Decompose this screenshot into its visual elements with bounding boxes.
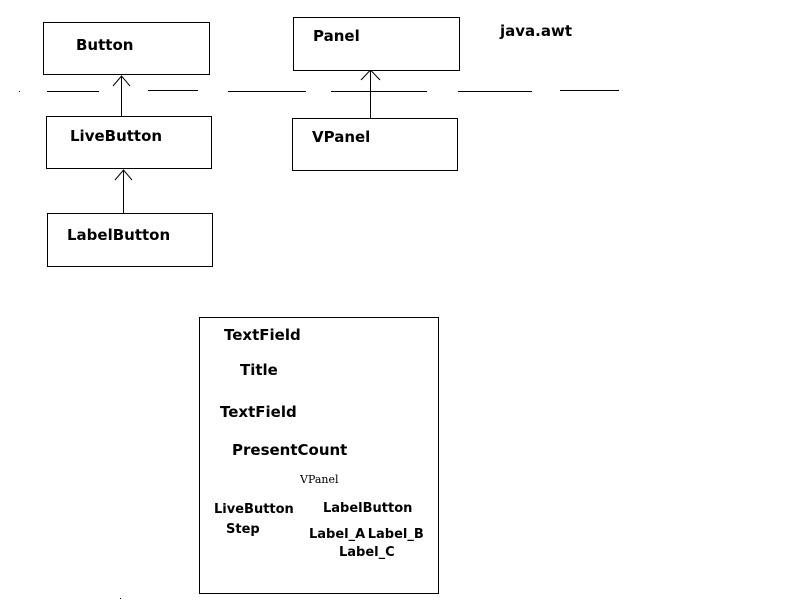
textfield-label: TextField [224,326,301,344]
label-c-label: Label_C [339,545,395,560]
package-separator [47,90,619,92]
class-name: Button [76,36,134,54]
class-name: VPanel [312,128,371,146]
label-ab-label: Label_A Label_B [309,527,424,542]
class-name: LiveButton [70,127,163,145]
inherit-arrow-livebutton-button [112,75,131,116]
inherit-arrow-labelbutton-livebutton [114,169,133,213]
class-box-vpanel: VPanel [292,118,458,171]
class-box-panel: Panel [293,17,460,71]
class-name: LabelButton [67,226,171,244]
class-box-labelbutton: LabelButton [47,213,213,267]
labelbutton-label: LabelButton [323,501,413,516]
textfield-label: TextField [220,403,297,421]
step-label: Step [226,522,260,537]
inherit-arrow-vpanel-panel [360,69,381,118]
class-box-button: Button [43,22,210,75]
class-box-livebutton: LiveButton [46,116,212,169]
package-label: java.awt [500,22,573,40]
vpanel-label: VPanel [300,473,339,486]
livebutton-label: LiveButton [214,502,294,517]
class-name: Panel [313,27,360,45]
present-count-label: PresentCount [232,441,348,459]
stray-dot [19,91,20,92]
layout-box: TextField Title TextField PresentCount V… [199,317,439,594]
title-label: Title [240,361,278,379]
stray-dot [120,598,121,599]
